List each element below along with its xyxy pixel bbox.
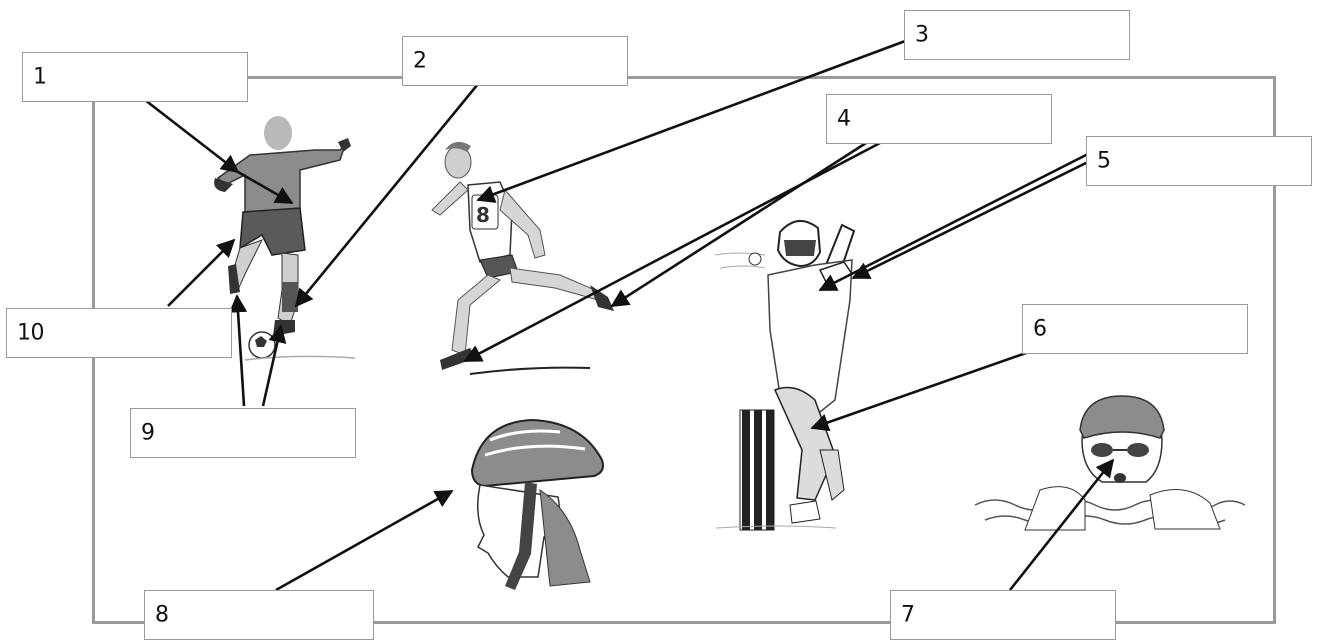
label-box-7[interactable]: 7 [890,590,1116,640]
label-number-6: 6 [1033,317,1047,342]
svg-text:8: 8 [476,203,490,227]
label-number-1: 1 [33,65,47,90]
arrow-5a [820,154,1088,290]
label-number-10: 10 [17,321,44,346]
cyclist-helmet-illustration [472,420,603,590]
arrow-6 [812,353,1026,428]
label-box-10[interactable]: 10 [6,308,232,358]
label-box-8[interactable]: 8 [144,590,374,640]
arrow-8 [276,491,452,590]
arrow-7 [1010,460,1113,590]
label-number-3: 3 [915,23,929,48]
arrow-5b [853,162,1088,278]
label-box-4[interactable]: 4 [826,94,1052,144]
label-number-4: 4 [837,107,851,132]
cricketer-illustration [715,221,854,530]
label-number-2: 2 [413,49,427,74]
label-box-2[interactable]: 2 [402,36,628,86]
footballer-illustration [214,116,355,360]
label-number-8: 8 [155,603,169,628]
arrow-9a [237,296,244,406]
label-number-5: 5 [1097,149,1111,174]
runner-illustration: 8 [432,142,614,374]
label-box-1[interactable]: 1 [22,52,248,102]
label-box-9[interactable]: 9 [130,408,356,458]
label-box-3[interactable]: 3 [904,10,1130,60]
label-number-9: 9 [141,421,155,446]
label-box-5[interactable]: 5 [1086,136,1312,186]
arrow-10 [168,240,234,306]
arrow-1a [145,100,238,172]
label-box-6[interactable]: 6 [1022,304,1248,354]
label-number-7: 7 [901,603,915,628]
